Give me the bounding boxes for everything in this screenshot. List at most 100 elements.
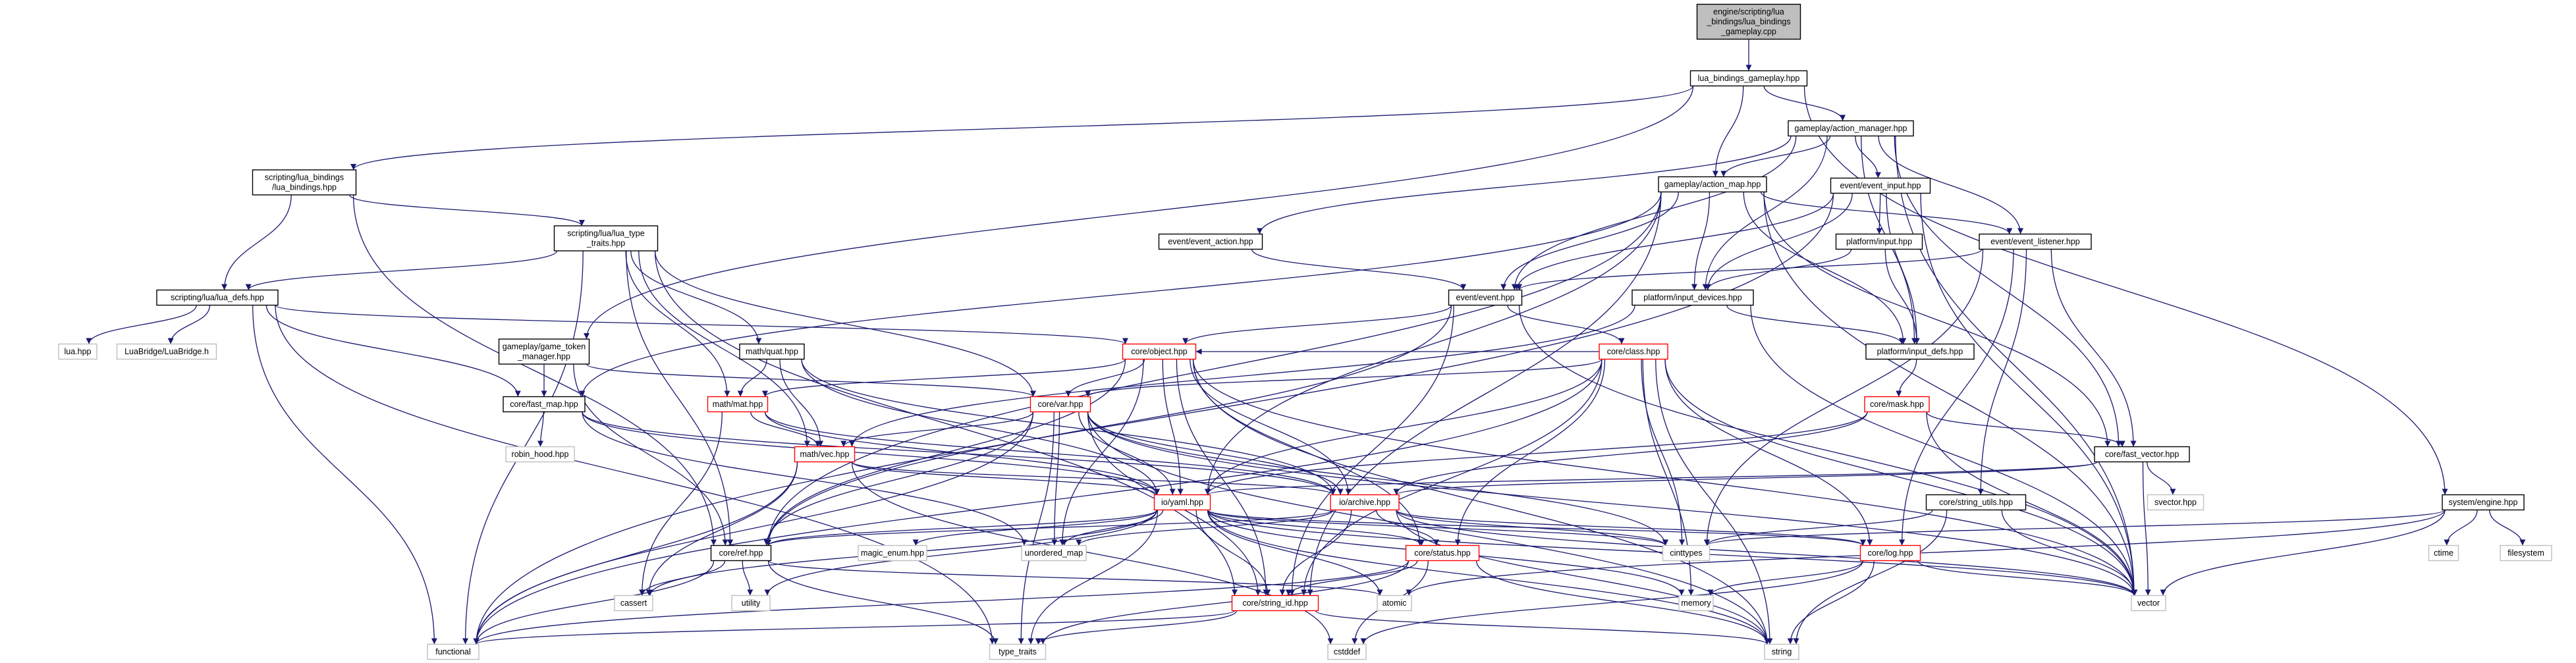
edge-lbg-to-amap: [1712, 86, 1744, 177]
node-label: math/vec.hpp: [800, 450, 849, 459]
edge-am-to-eea: [1257, 136, 1792, 234]
node-amap[interactable]: gameplay/action_map.hpp: [1658, 176, 1767, 193]
node-box: [1830, 177, 1931, 194]
node-label: filesystem: [2507, 548, 2544, 558]
edge-am-to-vec: [1895, 136, 2137, 596]
node-ctm[interactable]: core/fast_map.hpp: [503, 396, 586, 413]
node-box: [1029, 396, 1091, 413]
edge-amap-to-eel: [1760, 192, 2013, 234]
node-box: [156, 289, 279, 306]
edge-csu-to-str: [1793, 510, 1948, 645]
node-am[interactable]: gameplay/action_manager.hpp: [1788, 120, 1914, 137]
edge-se-to-fs: [2489, 510, 2526, 546]
node-cc[interactable]: core/class.hpp: [1599, 343, 1668, 360]
edge-am-to-ee: [1511, 136, 1797, 290]
node-label: /lua_bindings.hpp: [272, 183, 337, 192]
edge-lbg-to-se: [1803, 86, 2448, 495]
node-label: type_traits: [999, 647, 1037, 656]
edge-ia-to-cr: [765, 509, 1334, 546]
node-cs[interactable]: core/status.hpp: [1405, 544, 1480, 562]
node-cl[interactable]: core/log.hpp: [1859, 544, 1921, 562]
node-eei[interactable]: event/event_input.hpp: [1830, 177, 1931, 194]
node-eel[interactable]: event/event_listener.hpp: [1979, 233, 2092, 250]
edge-co-to-mm: [762, 358, 1126, 398]
edge-cc-to-cl: [1664, 359, 1873, 546]
node-sltt[interactable]: scripting/lua/lua_type_traits.hpp: [553, 225, 659, 252]
node-csu[interactable]: core/string_utils.hpp: [1925, 494, 2027, 511]
node-mq[interactable]: math/quat.hpp: [739, 343, 805, 360]
node-csid[interactable]: core/string_id.hpp: [1231, 595, 1319, 612]
edge-pidef-to-cm: [1896, 359, 1917, 397]
node-box: [2147, 494, 2205, 511]
edge-ia-to-str: [1396, 510, 1770, 645]
node-box: [1658, 176, 1767, 193]
node-box: [1689, 70, 1808, 87]
node-label: scripting/lua/lua_type: [567, 229, 644, 238]
edge-sltt-to-mq: [630, 250, 762, 344]
node-cfv[interactable]: core/fast_vector.hpp: [2094, 446, 2190, 463]
node-box: [731, 595, 771, 612]
edge-amap-to-iy: [1204, 192, 1662, 495]
node-label: _bindings/lua_bindings: [1706, 17, 1790, 26]
edge-csid-to-fn: [473, 610, 1236, 645]
node-root[interactable]: engine/scripting/lua_bindings/lua_bindin…: [1696, 3, 1801, 40]
edge-ia-to-um: [1076, 510, 1334, 546]
edge-cv-to-cint: [1087, 411, 1668, 546]
node-mv[interactable]: math/vec.hpp: [794, 446, 856, 463]
edge-gtm-to-cv: [586, 363, 1036, 398]
node-label: core/log.hpp: [1868, 548, 1913, 558]
node-pid[interactable]: platform/input_devices.hpp: [1631, 289, 1754, 306]
node-eea[interactable]: event/event_action.hpp: [1158, 233, 1263, 250]
edge-ia-to-cl: [1396, 509, 1866, 546]
node-box: [553, 225, 659, 252]
edge-iy-to-me: [912, 510, 1158, 546]
edge-co-to-csid: [1176, 359, 1269, 596]
node-box: [858, 544, 927, 562]
node-slb[interactable]: scripting/lua_bindings/lua_bindings.hpp: [252, 169, 357, 196]
node-label: unordered_map: [1025, 548, 1083, 558]
node-cv[interactable]: core/var.hpp: [1029, 396, 1091, 413]
node-label: event/event_listener.hpp: [1990, 237, 2080, 246]
node-gtm[interactable]: gameplay/game_token_manager.hpp: [498, 338, 590, 365]
node-label: vector: [2137, 598, 2160, 608]
edge-eei-to-vec: [1920, 193, 2137, 596]
node-co[interactable]: core/object.hpp: [1122, 343, 1197, 360]
node-box: [1377, 595, 1412, 612]
node-lbg[interactable]: lua_bindings_gameplay.hpp: [1689, 70, 1808, 87]
edge-iy-to-tt: [1028, 510, 1159, 645]
node-cm[interactable]: core/mask.hpp: [1864, 396, 1930, 413]
node-box: [1864, 396, 1930, 413]
edge-sltt-to-mv: [638, 250, 810, 447]
edge-cs-to-tt: [1040, 560, 1410, 645]
node-rh: robin_hood.hpp: [505, 446, 575, 463]
node-cr[interactable]: core/ref.hpp: [710, 544, 772, 562]
node-pi[interactable]: platform/input.hpp: [1835, 233, 1923, 250]
node-label: lua.hpp: [64, 347, 91, 356]
node-mm[interactable]: math/mat.hpp: [707, 396, 769, 413]
node-label: core/object.hpp: [1131, 347, 1188, 356]
node-label: system/engine.hpp: [2449, 498, 2518, 507]
node-sv: svector.hpp: [2147, 494, 2205, 511]
edge-pi-to-pidef: [1884, 249, 1920, 344]
node-ee[interactable]: event/event.hpp: [1448, 289, 1523, 306]
node-iy[interactable]: io/yaml.hpp: [1153, 494, 1211, 511]
node-se[interactable]: system/engine.hpp: [2442, 494, 2525, 511]
edge-se-to-vec: [2160, 510, 2446, 596]
edge-se-to-cint: [1704, 509, 2446, 546]
node-box: [707, 396, 769, 413]
node-box: [614, 595, 653, 612]
node-ia[interactable]: io/archive.hpp: [1330, 494, 1400, 511]
node-pidef[interactable]: platform/input_defs.hpp: [1865, 343, 1975, 360]
edge-cl-to-cstd: [1360, 560, 1864, 645]
edge-cs-to-csid: [1285, 560, 1418, 596]
edge-eel-to-cl: [1899, 249, 2014, 546]
edge-cv-to-vec: [1087, 411, 2137, 596]
edge-am-to-eel: [1878, 136, 2024, 234]
node-fn: functional: [427, 643, 480, 660]
edge-am-to-amap: [1720, 136, 1831, 177]
node-sld[interactable]: scripting/lua/lua_defs.hpp: [156, 289, 279, 306]
node-luah: lua.hpp: [58, 343, 97, 360]
edge-amap-to-cr: [765, 192, 1662, 546]
edge-pid-to-vec: [1750, 305, 2137, 596]
node-mem: memory: [1678, 595, 1714, 612]
